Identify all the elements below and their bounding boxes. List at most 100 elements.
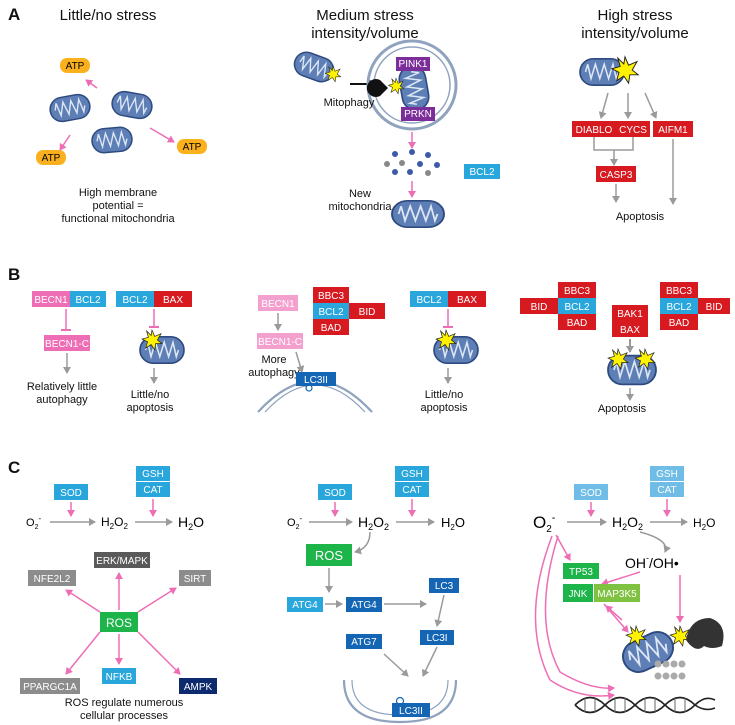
h2o2-c3: H2O2 — [612, 514, 643, 532]
becn1-bcl2-complex: BECN1 BCL2 — [32, 291, 106, 307]
sod-box-c1: SOD — [54, 484, 88, 500]
atp-badge-3: ATP — [177, 139, 207, 154]
svg-text:GSH: GSH — [401, 469, 423, 480]
gsh-cat-c2: GSH CAT — [395, 466, 429, 497]
diablo-box: DIABLO — [572, 121, 616, 137]
svg-text:BCL2: BCL2 — [318, 307, 343, 318]
gsh-cat-c1: GSH CAT — [136, 466, 170, 497]
svg-text:SOD: SOD — [60, 488, 82, 499]
svg-text:SIRT: SIRT — [184, 574, 207, 585]
sod-box-c3: SOD — [574, 484, 608, 500]
svg-text:BAK1: BAK1 — [617, 309, 643, 320]
svg-text:BECN1-C: BECN1-C — [258, 337, 302, 348]
svg-text:BAX: BAX — [163, 295, 183, 306]
svg-text:LC3II: LC3II — [399, 706, 423, 717]
svg-text:AMPK: AMPK — [184, 682, 213, 693]
svg-text:LC3I: LC3I — [426, 633, 447, 644]
aifm1-box: AIFM1 — [653, 121, 693, 137]
svg-text:BAD: BAD — [321, 323, 342, 334]
more-auto-2: autophagy — [248, 367, 300, 379]
new-mito-label-2: mitochondria — [329, 201, 393, 213]
bak1-bax-complex: BAK1 BAX — [612, 305, 648, 337]
little-apop-2: apoptosis — [126, 402, 174, 414]
svg-text:PINK1: PINK1 — [399, 59, 428, 70]
svg-text:ATG4: ATG4 — [292, 600, 318, 611]
gsh-cat-c3: GSH CAT — [650, 466, 684, 497]
superoxide-c2: O2- — [287, 514, 302, 531]
svg-text:SOD: SOD — [324, 488, 346, 499]
superoxide-c1: O2- — [26, 514, 41, 531]
svg-text:ROS: ROS — [106, 616, 132, 630]
svg-text:ATP: ATP — [66, 61, 85, 72]
mitochondrion-icon — [616, 625, 680, 679]
mitochondrion-icon — [109, 88, 155, 122]
svg-text:BID: BID — [706, 302, 723, 313]
bcl2-bax-complex-b2: BCL2 BAX — [410, 291, 486, 307]
svg-text:BCL2: BCL2 — [666, 302, 691, 313]
svg-text:NFE2L2: NFE2L2 — [34, 574, 71, 585]
ros-caption-2: cellular processes — [80, 710, 169, 722]
pacman-icon — [686, 618, 724, 649]
caption-line-2: potential = — [92, 200, 143, 212]
svg-text:PRKN: PRKN — [404, 109, 432, 120]
svg-text:BCL2: BCL2 — [564, 302, 589, 313]
bcl2-bax-complex-b1: BCL2 BAX — [116, 291, 192, 307]
atg4-box-2: ATG4 — [346, 597, 382, 612]
svg-text:BECN1-C: BECN1-C — [45, 339, 89, 350]
svg-text:BECN1: BECN1 — [34, 295, 68, 306]
damaged-mitochondrion-icon — [290, 48, 338, 86]
pink1-box: PINK1 — [396, 57, 430, 71]
casp3-box: CASP3 — [596, 166, 636, 182]
svg-text:CAT: CAT — [657, 485, 676, 496]
atg7-box: ATG7 — [346, 634, 382, 649]
bh3-complex-b2: BBC3 BCL2 BID BAD — [313, 287, 385, 335]
svg-text:TP53: TP53 — [569, 567, 593, 578]
svg-text:BAD: BAD — [567, 318, 588, 329]
pacman-icon — [366, 79, 388, 97]
cycs-box: CYCS — [616, 121, 650, 137]
svg-text:GSH: GSH — [656, 469, 678, 480]
more-auto-1: More — [261, 354, 286, 366]
svg-text:JNK: JNK — [569, 589, 588, 600]
h2o-c3: H2O — [693, 516, 715, 532]
svg-text:CAT: CAT — [402, 485, 421, 496]
rel-little-2: autophagy — [36, 394, 88, 406]
svg-text:MAP3K5: MAP3K5 — [597, 589, 637, 600]
ppargc1a-box: PPARGC1A — [20, 678, 80, 694]
h2o2-c2: H2O2 — [358, 514, 389, 532]
mitophagy-label: Mitophagy — [324, 97, 375, 109]
svg-text:BCL2: BCL2 — [416, 295, 441, 306]
h2o-c2: H2O — [441, 515, 465, 532]
svg-text:LC3II: LC3II — [304, 375, 328, 386]
h2o2-c1: H2O2 — [101, 515, 128, 531]
bh3-complex-b3-right: BBC3 BCL2 BID BAD — [660, 282, 730, 330]
sod-box-c2: SOD — [318, 484, 352, 500]
svg-text:PPARGC1A: PPARGC1A — [23, 682, 77, 693]
lc3-box: LC3 — [429, 578, 459, 593]
svg-text:SOD: SOD — [580, 488, 602, 499]
header-medium-2: intensity/volume — [311, 25, 419, 42]
svg-text:ATP: ATP — [183, 142, 202, 153]
superoxide-c3: O2- — [533, 512, 556, 535]
atg4-box-1: ATG4 — [287, 597, 323, 612]
little-apop-1: Little/no — [131, 389, 170, 401]
svg-text:ROS: ROS — [315, 548, 344, 563]
svg-text:BCL2: BCL2 — [122, 295, 147, 306]
caption-line-3: functional mitochondria — [61, 213, 175, 225]
svg-text:DIABLO: DIABLO — [576, 125, 613, 136]
svg-text:BID: BID — [359, 307, 376, 318]
bh3-complex-b3-left: BBC3 BID BCL2 BAD — [520, 282, 596, 330]
caption-line-1: High membrane — [79, 187, 157, 199]
new-mitochondrion-icon — [391, 199, 445, 229]
dna-helix — [574, 696, 716, 714]
jnk-box: JNK — [563, 584, 593, 602]
little-apop-b2-2: apoptosis — [420, 402, 468, 414]
membrane-lipids — [654, 660, 686, 680]
mitochondrion-icon — [47, 91, 93, 125]
svg-text:LC3: LC3 — [435, 581, 454, 592]
ros-box-c2: ROS — [306, 544, 352, 566]
atp-badge-2: ATP — [36, 150, 66, 165]
svg-text:CYCS: CYCS — [619, 125, 647, 136]
svg-text:BAX: BAX — [620, 325, 640, 336]
